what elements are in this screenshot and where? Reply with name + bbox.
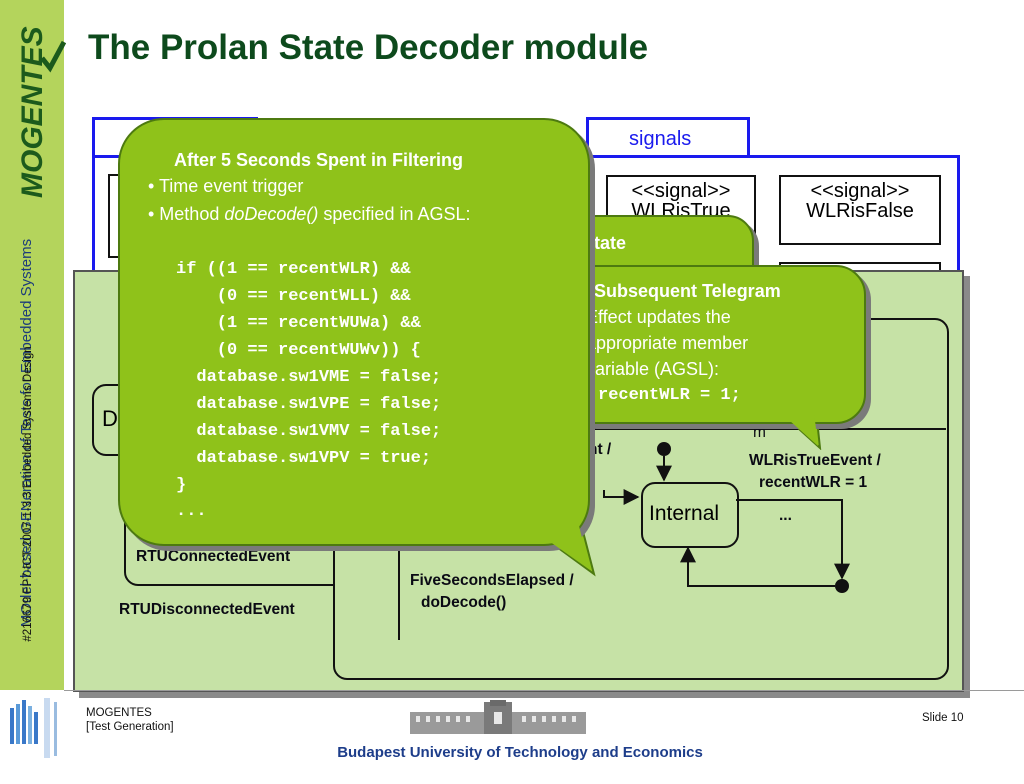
rtu-connected-label: RTUConnectedEvent (136, 548, 291, 565)
university-name: Budapest University of Technology and Ec… (337, 744, 703, 761)
page-title: The Prolan State Decoder module (88, 28, 649, 67)
wlr-true-event-label: WLRisTrueEvent / (749, 452, 881, 469)
filtering-bullet-2: • Method doDecode() specified in AGSL: (148, 204, 471, 225)
code-line-10: ... (176, 502, 207, 521)
signal-stereotype: <<signal>> (810, 180, 910, 202)
recent-wlr-label: recentWLR = 1 (759, 474, 868, 491)
internal-state: Internal (641, 482, 739, 548)
filtering-bullet-1: • Time event trigger (148, 176, 304, 196)
telegram-line-1: Effect updates the (586, 307, 731, 327)
wlr-transition-line (736, 499, 850, 580)
university-building-icon (410, 700, 586, 734)
filter-entry-transition (603, 489, 640, 505)
code-line-7: database.sw1VMV = false; (176, 422, 442, 441)
code-line-8: database.sw1VPV = true; (176, 449, 432, 468)
event-partial-label: nt / (588, 441, 612, 458)
code-line-3: (1 == recentWUWa) && (176, 314, 421, 333)
telegram-code: recentWLR = 1; (598, 386, 741, 405)
hidden-partial-label: m (753, 424, 766, 441)
signals-tab: signals (586, 117, 750, 161)
filtering-heading: After 5 Seconds Spent in Filtering (174, 150, 464, 170)
code-line-5: database.sw1VME = false; (176, 368, 442, 387)
sidebar (0, 0, 64, 690)
logo-checkmark-icon (40, 40, 66, 73)
telegram-heading: Subsequent Telegram (594, 281, 781, 301)
telegram-line-2: appropriate member (586, 333, 749, 353)
junction-point (835, 579, 849, 593)
bullet-2-suffix: specified in AGSL: (318, 204, 471, 224)
dodecode-label: doDecode() (421, 594, 507, 611)
five-seconds-label: FiveSecondsElapsed / (410, 572, 574, 589)
code-line-2: (0 == recentWLL) && (176, 287, 411, 306)
signals-tab-label: signals (629, 128, 692, 150)
signal-stereotype: <<signal>> (631, 180, 731, 202)
signal-wlrisfalse: <<signal>> WLRisFalse (779, 175, 941, 231)
internal-state-label: Internal (649, 502, 720, 525)
state-transitions (603, 442, 850, 593)
method-name: doDecode() (224, 204, 319, 224)
bullet-2-prefix: • Method (148, 204, 225, 224)
telegram-callout: Subsequent Telegram Effect updates the a… (562, 265, 866, 424)
code-line-9: } (176, 476, 187, 495)
footer-brand: MOGENTES [Test Generation] (86, 706, 174, 734)
footer-brand-sub: [Test Generation] (86, 721, 174, 733)
code-line-6: database.sw1VPE = false; (176, 395, 442, 414)
footer-brand-name: MOGENTES (86, 707, 152, 719)
ellipsis-label: ... (779, 507, 792, 524)
return-transition (680, 546, 835, 587)
signal-attributes (779, 229, 941, 245)
slide-number: Slide 10 (922, 712, 964, 724)
signal-name: WLRisFalse (806, 200, 914, 222)
fp7-logo-icon (10, 698, 57, 758)
rtu-disconnected-label: RTUDisconnectedEvent (119, 601, 295, 618)
initial-pseudostate (657, 442, 671, 456)
telegram-line-3: variable (AGSL): (586, 359, 720, 379)
state-left-label: D (102, 406, 118, 431)
filtering-callout: After 5 Seconds Spent in Filtering • Tim… (118, 118, 590, 546)
footer-divider (64, 690, 1024, 691)
filtering-callout-tail-fill (522, 522, 590, 570)
code-line-4: (0 == recentWUWv)) { (176, 341, 421, 360)
telegram-callout-tail-fill (780, 412, 818, 446)
code-line-1: if ((1 == recentWLR) && (176, 260, 411, 279)
